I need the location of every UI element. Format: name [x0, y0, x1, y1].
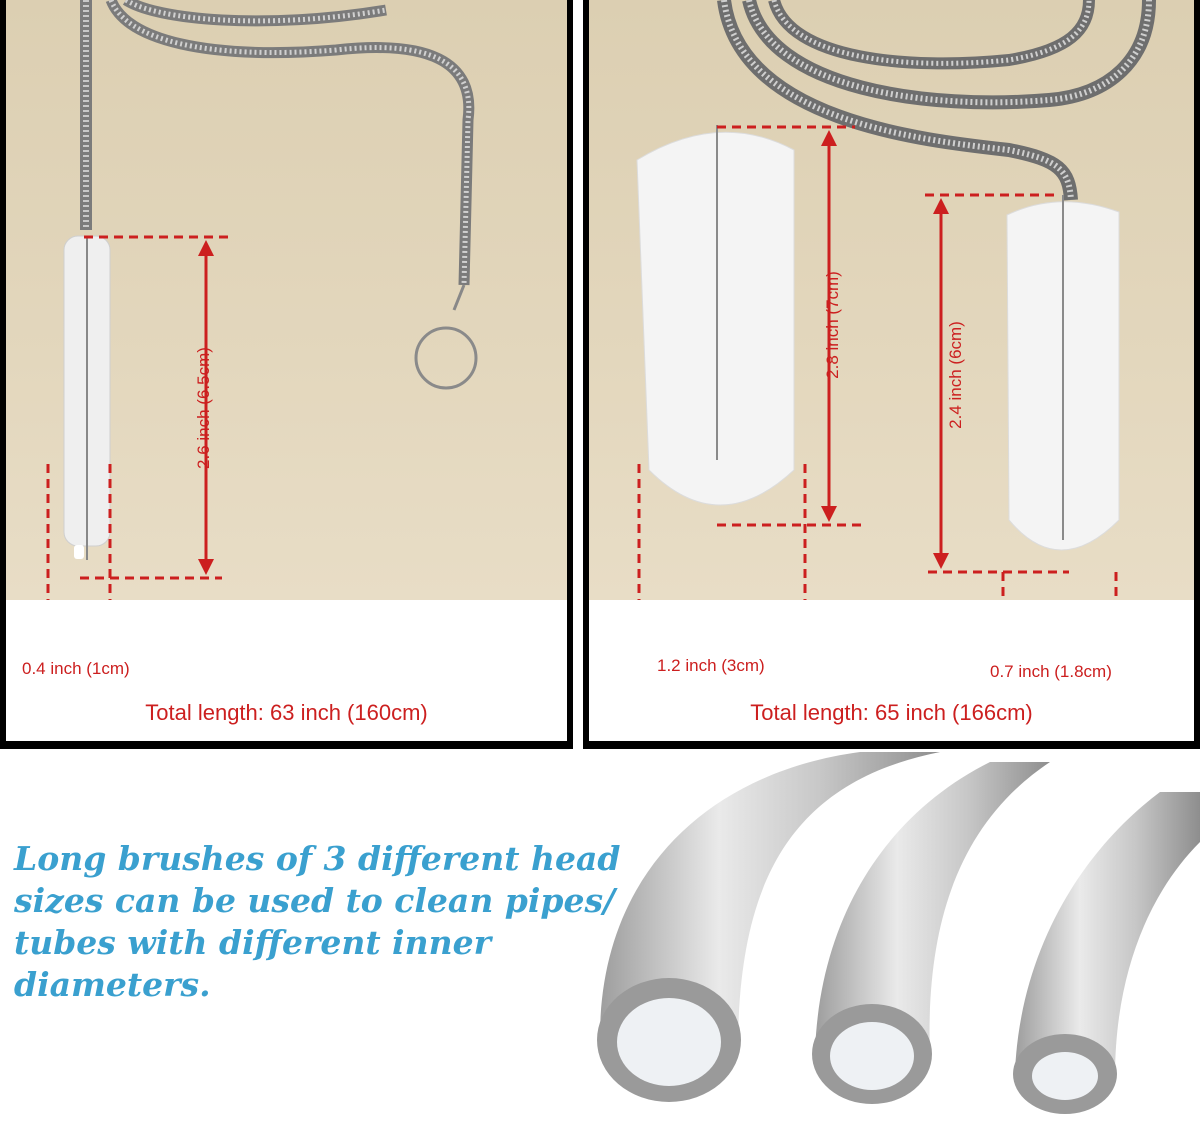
large-tube	[597, 752, 940, 1102]
left-caption-area	[6, 600, 567, 741]
small-brush-width-label: 0.7 inch (1.8cm)	[990, 662, 1112, 681]
promo-text: Long brushes of 3 different head sizes c…	[14, 839, 621, 1004]
right-caption-area	[589, 600, 1194, 741]
left-total-length: Total length: 63 inch (160cm)	[145, 700, 428, 725]
small-brush-length-label: 2.4 inch (6cm)	[946, 321, 965, 429]
large-brush-length-label: 2.8 inch (7cm)	[823, 271, 842, 379]
large-brush-width-label: 1.2 inch (3cm)	[657, 656, 765, 675]
tubes-illustration	[597, 752, 1200, 1114]
right-product-panel: 2.8 inch (7cm) 2.4 inch (6cm) 1.2 inch (…	[583, 0, 1200, 749]
right-product-photo	[589, 0, 1194, 600]
medium-tube	[812, 762, 1050, 1104]
left-width-label: 0.4 inch (1cm)	[22, 659, 130, 678]
loop-handle	[414, 326, 478, 390]
left-product-panel: 2.6 inch (6.5cm) 0.4 inch (1cm) Total le…	[0, 0, 573, 749]
right-brush-illustration	[636, 0, 1156, 551]
right-total-length: Total length: 65 inch (166cm)	[750, 700, 1033, 725]
large-brush-head	[636, 131, 795, 506]
left-product-photo	[6, 0, 567, 600]
left-length-label: 2.6 inch (6.5cm)	[194, 347, 213, 469]
small-tube	[1013, 792, 1200, 1114]
